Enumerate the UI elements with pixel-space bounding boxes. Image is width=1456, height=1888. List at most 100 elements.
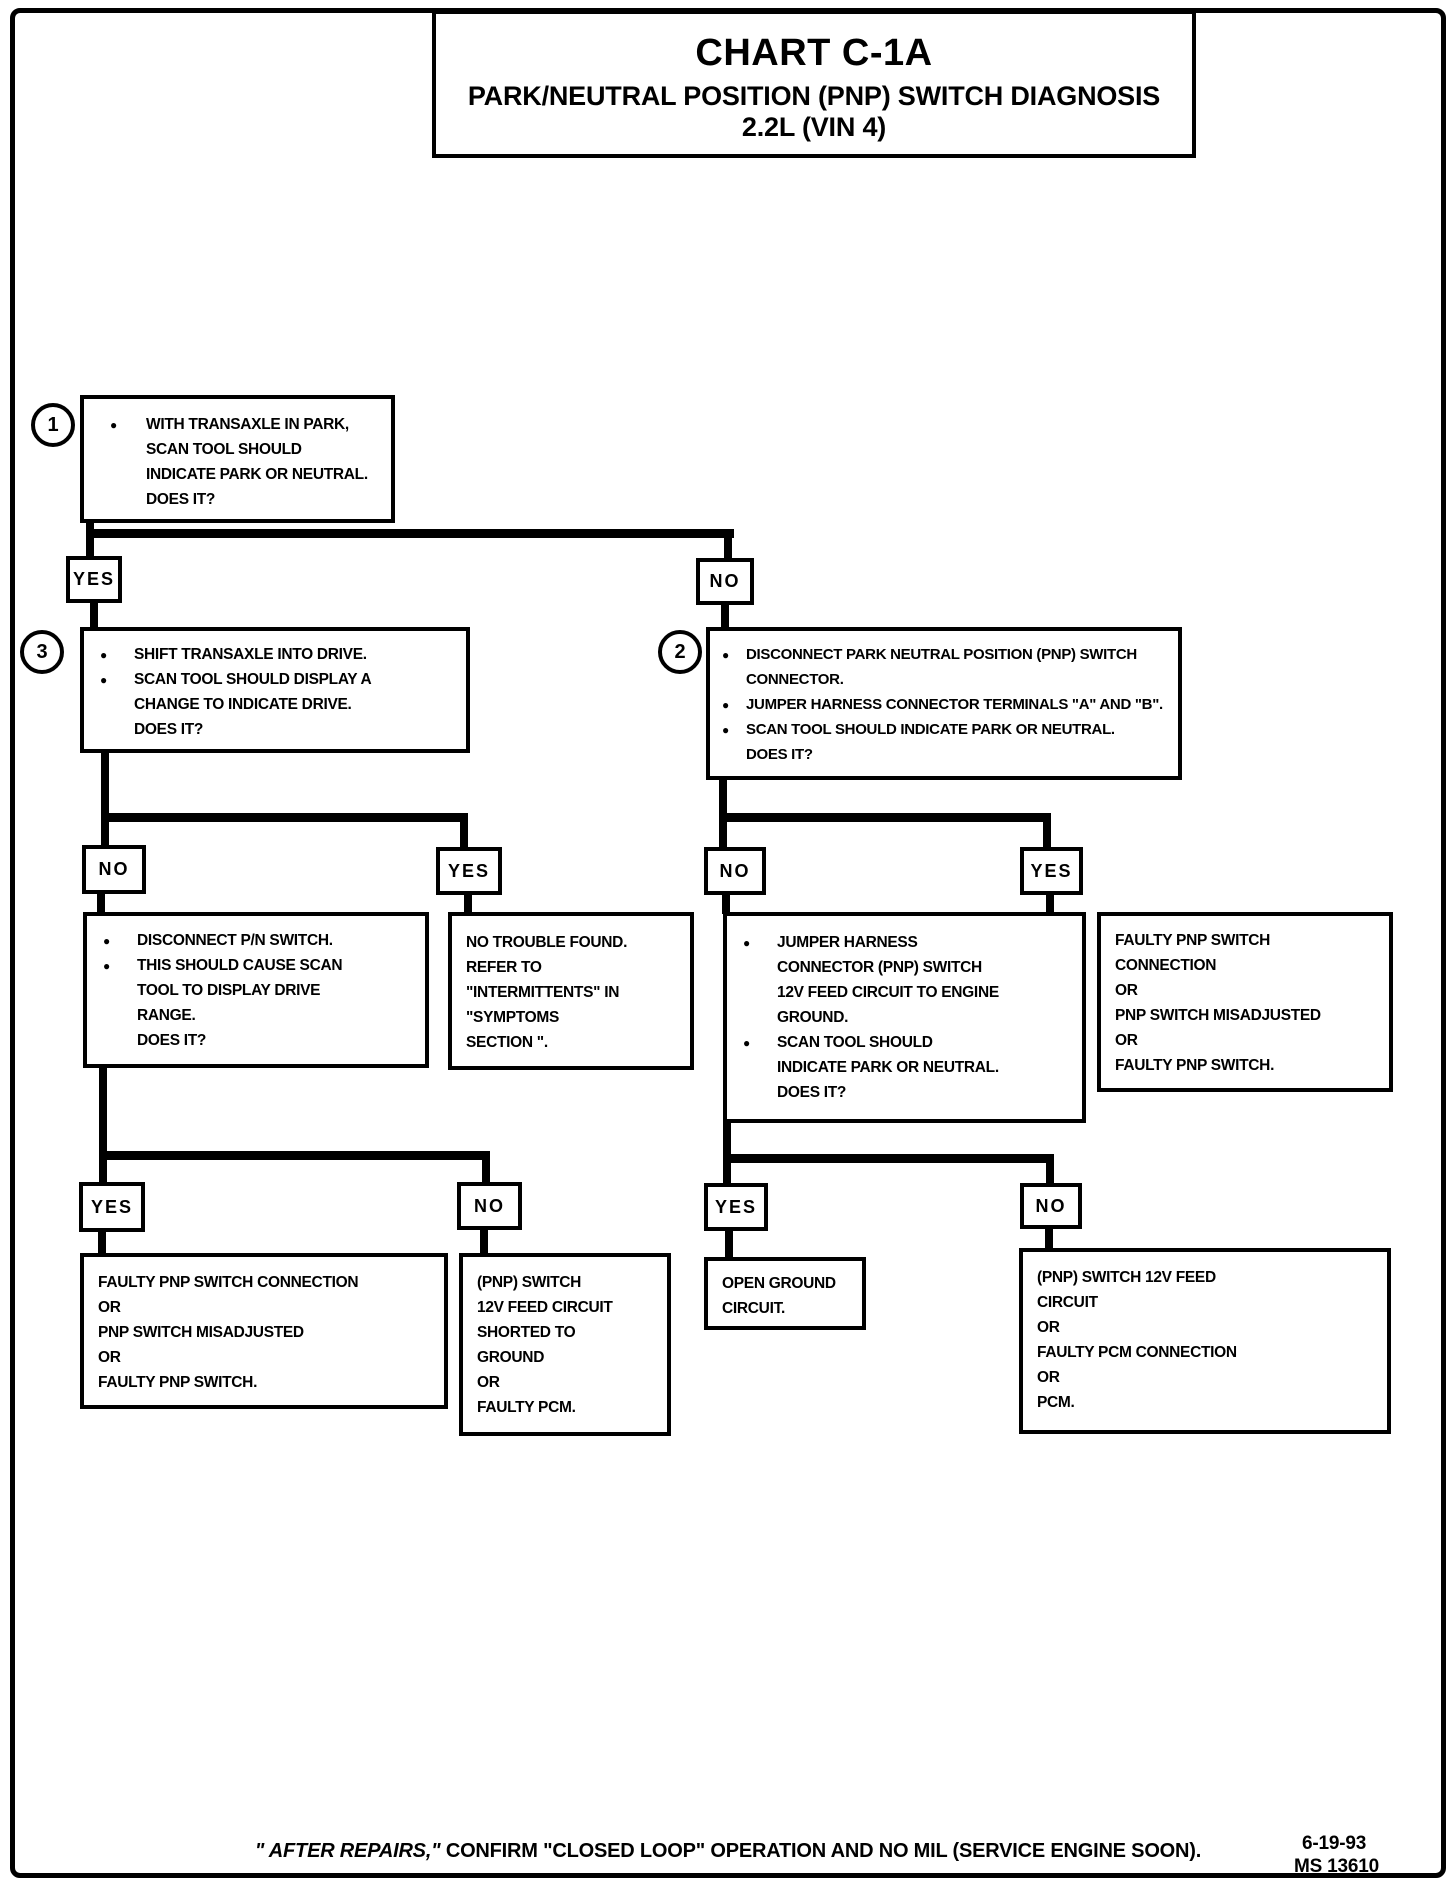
connector-yes2-down [464, 893, 472, 914]
faulty-right-line: PNP SWITCH MISADJUSTED [1115, 1007, 1321, 1024]
no-trouble-line: SECTION ". [466, 1034, 548, 1051]
yes-text: YES [447, 860, 491, 881]
shorted-line: (PNP) SWITCH [477, 1274, 582, 1291]
faulty-left-line: OR [98, 1299, 121, 1316]
feed-line: FAULTY PCM CONNECTION [1037, 1344, 1237, 1361]
faulty-right-line: CONNECTION [1115, 957, 1217, 974]
step-badge-3: 3 [20, 630, 64, 674]
faulty-left-line: OR [98, 1349, 121, 1366]
jumper-line: JUMPER HARNESS [727, 930, 1082, 956]
document-number: MS 13610 [1294, 1856, 1380, 1877]
disconnect-line: RANGE. [137, 1007, 196, 1024]
pnp-feed-box: (PNP) SWITCH 12V FEED CIRCUIT OR FAULTY … [1019, 1248, 1391, 1434]
step2-line: DISCONNECT PARK NEUTRAL POSITION (PNP) S… [710, 642, 1178, 668]
jumper-line: DOES IT? [777, 1084, 847, 1101]
yes-label-left: YES [436, 847, 502, 895]
connector-step1-branch [86, 529, 734, 538]
step-number-1: 1 [47, 413, 59, 436]
step1-line: DOES IT? [146, 491, 216, 508]
feed-line: OR [1037, 1369, 1060, 1386]
yes-label-root: YES [66, 556, 122, 603]
after-repairs-lead: " AFTER REPAIRS," [254, 1840, 441, 1862]
chart-title-box: CHART C-1A PARK/NEUTRAL POSITION (PNP) S… [432, 10, 1196, 158]
shorted-line: OR [477, 1374, 500, 1391]
connector-no4-down [480, 1228, 488, 1255]
faulty-right-line: FAULTY PNP SWITCH. [1115, 1057, 1275, 1074]
no-text: NO [709, 571, 741, 591]
step2-line: JUMPER HARNESS CONNECTOR TERMINALS "A" A… [710, 692, 1178, 718]
no-text: NO [719, 860, 751, 881]
yes-text: YES [72, 569, 116, 589]
no-label-root: NO [696, 558, 754, 605]
step2-question-box: DISCONNECT PARK NEUTRAL POSITION (PNP) S… [706, 627, 1182, 780]
disconnect-pn-box: DISCONNECT P/N SWITCH. THIS SHOULD CAUSE… [83, 912, 429, 1068]
step2-line: CONNECTOR. [746, 671, 844, 688]
faulty-pnp-left-box: FAULTY PNP SWITCH CONNECTION OR PNP SWIT… [80, 1253, 448, 1409]
step-number-3: 3 [36, 640, 48, 663]
step-badge-1: 1 [31, 403, 75, 447]
pnp-shorted-box: (PNP) SWITCH 12V FEED CIRCUIT SHORTED TO… [459, 1253, 671, 1436]
faulty-left-line: FAULTY PNP SWITCH. [98, 1374, 258, 1391]
open-ground-line: OPEN GROUND [722, 1275, 836, 1292]
connector-jumper-branch [723, 1154, 1054, 1163]
jumper-ground-box: JUMPER HARNESS CONNECTOR (PNP) SWITCH 12… [723, 912, 1086, 1123]
no-trouble-line: "SYMPTOMS [466, 1009, 560, 1026]
revision-date: 6-19-93 [1302, 1833, 1367, 1854]
no-text: NO [474, 1195, 505, 1216]
shorted-line: 12V FEED CIRCUIT [477, 1299, 613, 1316]
step1-question-box: WITH TRANSAXLE IN PARK, SCAN TOOL SHOULD… [80, 395, 395, 523]
disconnect-line: DISCONNECT P/N SWITCH. [87, 928, 425, 954]
connector-no1-step2 [721, 603, 729, 629]
step-badge-2: 2 [658, 630, 702, 674]
connector-step3-down [101, 750, 109, 849]
yes-text: YES [1030, 860, 1073, 881]
connector-step3-branch [101, 813, 468, 822]
yes-text: YES [90, 1196, 134, 1217]
after-repairs-rest: CONFIRM "CLOSED LOOP" OPERATION AND NO M… [440, 1840, 1202, 1862]
step1-line: WITH TRANSAXLE IN PARK, [84, 412, 391, 438]
revision-stamp: 6-19-93 MS 13610 [1294, 1832, 1379, 1878]
connector-step1-down [86, 521, 94, 561]
step1-line: INDICATE PARK OR NEUTRAL. [146, 466, 368, 483]
yes-text: YES [714, 1196, 758, 1217]
chart-subtitle: PARK/NEUTRAL POSITION (PNP) SWITCH DIAGN… [467, 81, 1161, 111]
connector-yes3-down [1046, 893, 1054, 914]
faulty-pnp-right-box: FAULTY PNP SWITCH CONNECTION OR PNP SWIT… [1097, 912, 1393, 1092]
connector-to-yes3 [1043, 813, 1051, 849]
step2-line: DOES IT? [746, 746, 813, 763]
chart-engine-variant: 2.2L (VIN 4) [741, 112, 887, 142]
connector-no3-down [722, 893, 730, 914]
jumper-line: GROUND. [777, 1009, 849, 1026]
no-label-left2: NO [457, 1182, 522, 1230]
no-trouble-line: REFER TO [466, 959, 542, 976]
jumper-line: INDICATE PARK OR NEUTRAL. [777, 1059, 999, 1076]
jumper-line: SCAN TOOL SHOULD [727, 1030, 1082, 1056]
no-label-right2: NO [1020, 1183, 1082, 1229]
no-label-left: NO [82, 845, 146, 894]
faulty-left-line: FAULTY PNP SWITCH CONNECTION [98, 1274, 359, 1291]
connector-to-no4 [482, 1151, 490, 1184]
step3-line: SCAN TOOL SHOULD DISPLAY A [84, 667, 466, 693]
no-text: NO [98, 859, 130, 879]
connector-to-no1 [724, 529, 732, 562]
step3-question-box: SHIFT TRANSAXLE INTO DRIVE. SCAN TOOL SH… [80, 627, 470, 753]
no-label-right: NO [704, 847, 766, 895]
disconnect-line: TOOL TO DISPLAY DRIVE [137, 982, 321, 999]
connector-jumper-down [723, 1121, 731, 1185]
connector-disconnect-down [99, 1066, 107, 1184]
open-ground-line: CIRCUIT. [722, 1300, 786, 1317]
no-trouble-line: NO TROUBLE FOUND. [466, 934, 628, 951]
yes-label-left2: YES [79, 1182, 145, 1232]
jumper-line: 12V FEED CIRCUIT TO ENGINE [777, 984, 999, 1001]
connector-no2-down [97, 892, 105, 914]
step1-line: SCAN TOOL SHOULD [146, 441, 302, 458]
feed-line: OR [1037, 1319, 1060, 1336]
feed-line: CIRCUIT [1037, 1294, 1098, 1311]
disconnect-line: THIS SHOULD CAUSE SCAN [87, 953, 425, 979]
shorted-line: FAULTY PCM. [477, 1399, 576, 1416]
connector-step2-branch [719, 813, 1051, 822]
feed-line: PCM. [1037, 1394, 1075, 1411]
no-trouble-line: "INTERMITTENTS" IN [466, 984, 620, 1001]
connector-yes4-down [98, 1230, 106, 1255]
